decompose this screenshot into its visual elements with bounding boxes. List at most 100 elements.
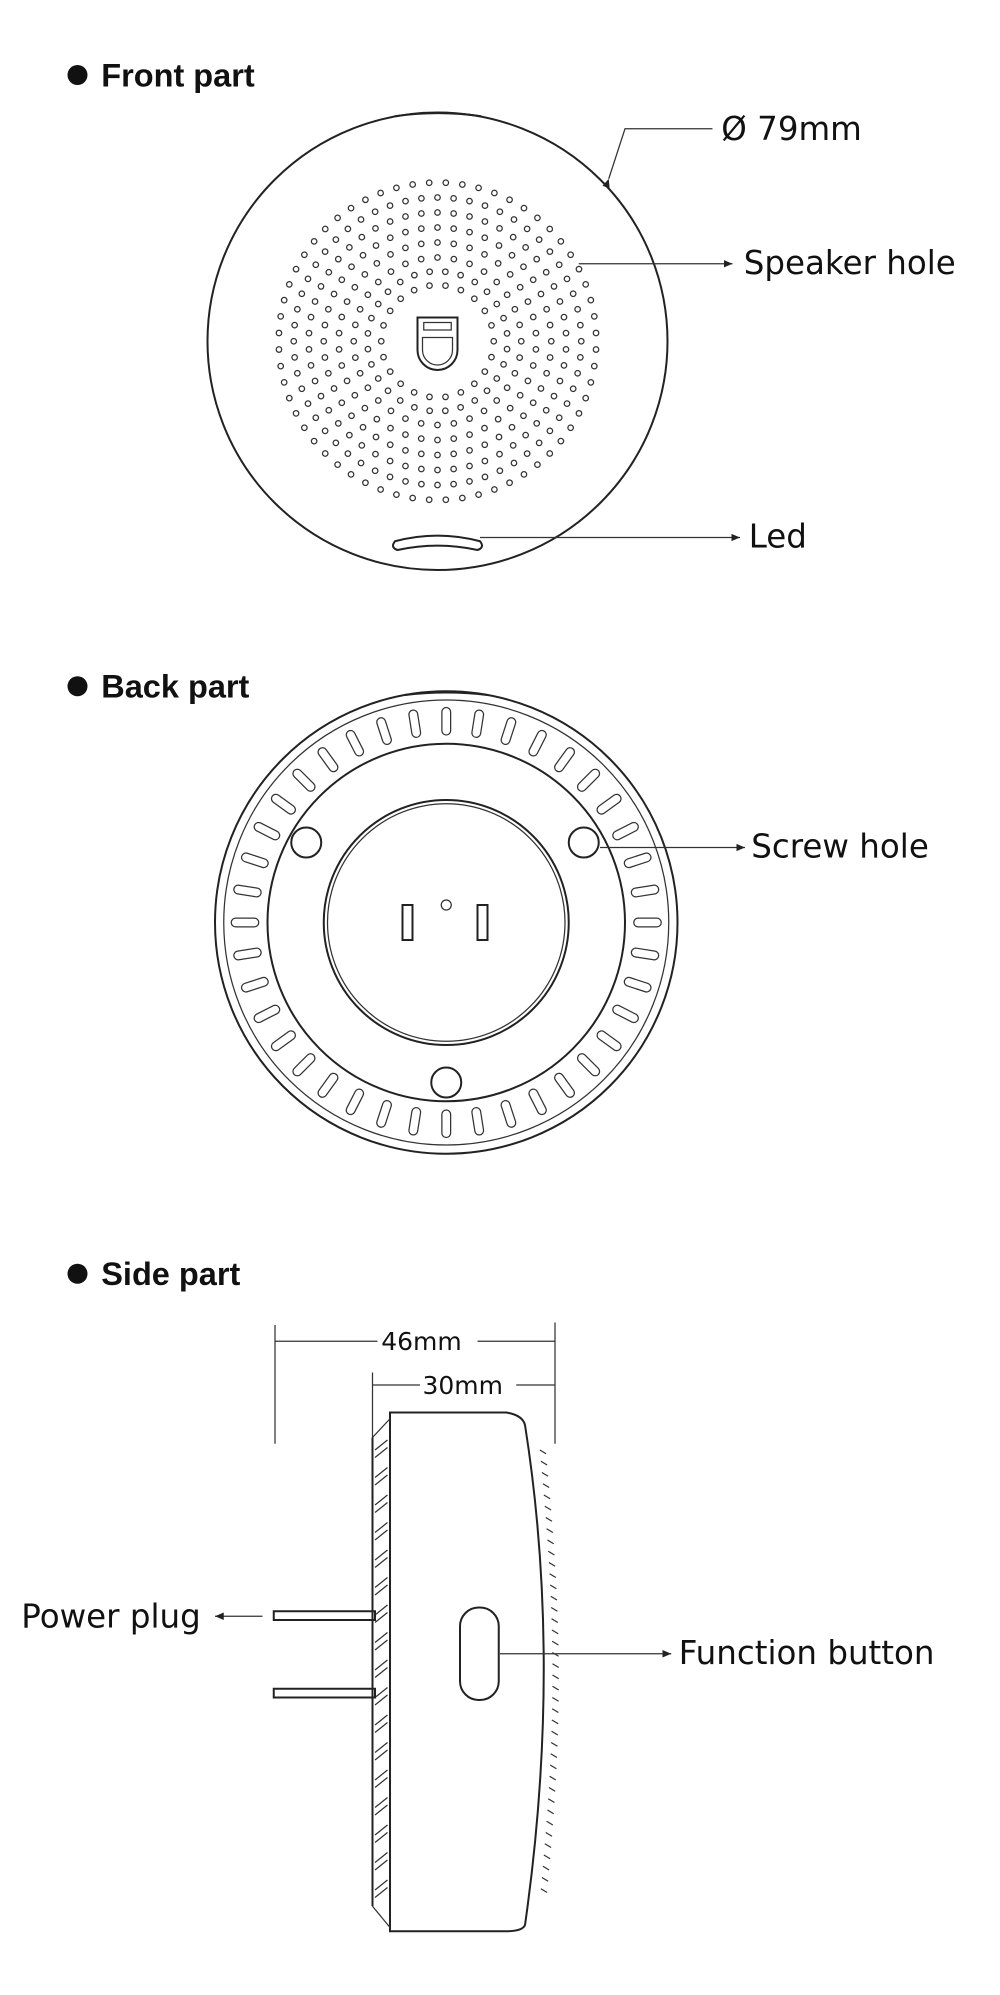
speaker-hole	[280, 378, 288, 386]
plug-slot-left	[401, 904, 414, 941]
vent-slots	[230, 706, 662, 1139]
speaker-hole	[418, 195, 425, 202]
speaker-hole	[377, 486, 384, 493]
side-slot	[374, 1494, 388, 1513]
speaker-hole	[402, 213, 409, 220]
speaker-hole	[410, 286, 418, 294]
vent-slot	[376, 717, 392, 746]
speaker-hole	[450, 480, 457, 488]
speaker-hole-label: Speaker hole	[744, 244, 956, 282]
speaker-hole	[377, 337, 385, 345]
front-grille-edge	[550, 1753, 558, 1759]
speaker-hole	[496, 467, 504, 475]
front-grille-edge	[547, 1539, 554, 1545]
side-slot	[374, 1659, 388, 1678]
front-grille-edge	[544, 1505, 552, 1511]
speaker-hole	[374, 300, 382, 308]
speaker-hole	[371, 467, 379, 475]
speaker-hole	[506, 196, 513, 204]
speaker-hole	[368, 360, 375, 368]
speaker-hole	[546, 248, 554, 255]
speaker-hole	[488, 322, 495, 329]
led-indicator	[392, 534, 483, 552]
vent-slot	[554, 747, 576, 773]
speaker-hole	[402, 462, 409, 470]
speaker-hole	[386, 457, 394, 465]
speaker-hole	[307, 313, 315, 321]
speaker-hole	[481, 424, 488, 432]
speaker-hole	[546, 225, 554, 233]
speaker-hole	[481, 251, 488, 258]
speaker-hole	[409, 181, 417, 188]
side-slot	[374, 1769, 388, 1788]
speaker-hole	[330, 385, 338, 392]
speaker-hole	[537, 290, 545, 298]
speaker-hole	[466, 447, 473, 454]
speaker-hole	[317, 392, 325, 400]
speaker-hole	[466, 244, 473, 252]
top-ridge	[394, 112, 482, 118]
speaker-hole	[542, 268, 550, 276]
speaker-hole	[373, 259, 381, 267]
speaker-hole	[434, 209, 441, 216]
speaker-hole	[475, 184, 482, 192]
speaker-hole	[304, 275, 312, 283]
speaker-hole	[503, 384, 511, 392]
speaker-hole	[495, 433, 503, 441]
speaker-hole	[458, 181, 466, 188]
speaker-hole	[358, 442, 366, 449]
speaker-hole	[577, 337, 585, 345]
speaker-hole	[292, 265, 300, 273]
speaker-hole	[510, 459, 518, 467]
vent-slot	[528, 729, 547, 757]
speaker-hole	[442, 282, 449, 289]
screw-hole-label: Screw hole	[751, 828, 929, 866]
speaker-hole	[345, 431, 353, 439]
front-grille-edge	[552, 1663, 560, 1669]
front-grille-edge	[543, 1494, 551, 1500]
speaker-hole	[348, 263, 355, 271]
front-grille-edge	[540, 1460, 548, 1466]
speaker-hole	[386, 368, 394, 376]
side-slot	[374, 1687, 388, 1706]
speaker-hole	[562, 345, 570, 353]
vent-slot	[471, 709, 485, 738]
speaker-hole	[368, 314, 375, 322]
front-grille-edge	[546, 1820, 554, 1826]
speaker-hole	[371, 208, 379, 216]
speaker-hole	[321, 427, 329, 435]
front-grille-edge	[548, 1786, 556, 1792]
vent-slot	[630, 947, 660, 961]
speaker-hole	[481, 202, 489, 209]
speaker-hole	[496, 225, 503, 232]
speaker-hole	[520, 204, 528, 212]
front-grille-edge	[549, 1573, 557, 1579]
speaker-hole	[347, 204, 355, 212]
front-grille-edge	[549, 1764, 557, 1770]
speaker-hole	[466, 478, 473, 485]
side-slot	[374, 1522, 388, 1541]
speaker-hole	[496, 208, 504, 216]
speaker-hole	[426, 407, 434, 415]
speaker-hole	[569, 290, 577, 298]
speaker-hole	[520, 412, 527, 420]
speaker-hole	[524, 298, 532, 305]
vent-slot	[500, 717, 517, 746]
speaker-hole	[516, 283, 524, 291]
speaker-hole	[563, 400, 571, 407]
front-grille-edge	[551, 1708, 559, 1714]
speaker-hole	[397, 380, 405, 388]
speaker-hole	[362, 479, 369, 487]
speaker-hole	[523, 225, 531, 233]
speaker-hole	[529, 313, 537, 321]
speaker-hole	[457, 271, 464, 279]
speaker-hole	[357, 216, 365, 223]
speaker-hole	[386, 441, 394, 449]
vent-slot	[612, 1004, 639, 1024]
front-grille-edge	[543, 1854, 551, 1860]
speaker-hole	[377, 189, 384, 197]
front-grille-edge	[550, 1741, 558, 1747]
speaker-hole	[332, 439, 340, 447]
vent-slot	[317, 1072, 339, 1098]
